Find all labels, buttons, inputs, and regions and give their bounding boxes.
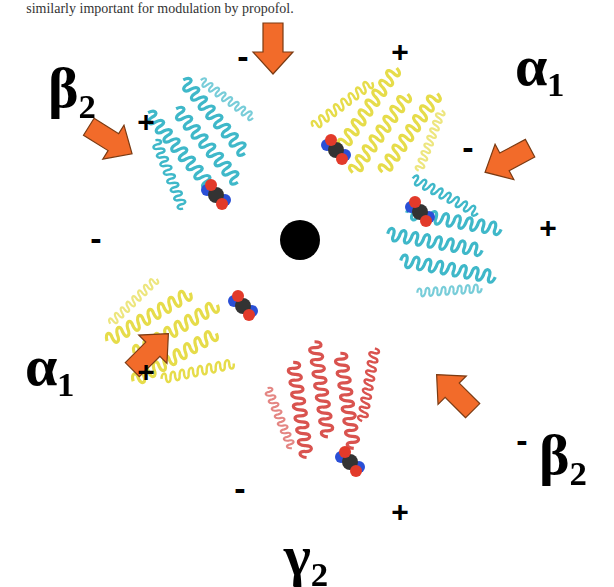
interface-sign: -	[237, 39, 248, 73]
interface-sign: +	[137, 107, 155, 137]
subunit-label: α₁	[515, 37, 565, 95]
interface-sign: +	[539, 213, 557, 243]
subunit-label: β₂	[539, 426, 587, 484]
subunit-label: β₂	[48, 59, 96, 117]
interface-sign: -	[90, 221, 101, 255]
interface-sign: +	[391, 497, 409, 527]
interface-sign: -	[234, 471, 245, 505]
subunit-label: α₁	[25, 337, 75, 395]
interface-sign: +	[137, 357, 155, 387]
cropped-caption: similarly important for modulation by pr…	[26, 2, 294, 16]
interface-sign: -	[516, 423, 527, 457]
interface-sign: +	[391, 37, 409, 67]
subunit-label: γ₂	[284, 527, 329, 585]
interface-sign: -	[462, 130, 473, 164]
